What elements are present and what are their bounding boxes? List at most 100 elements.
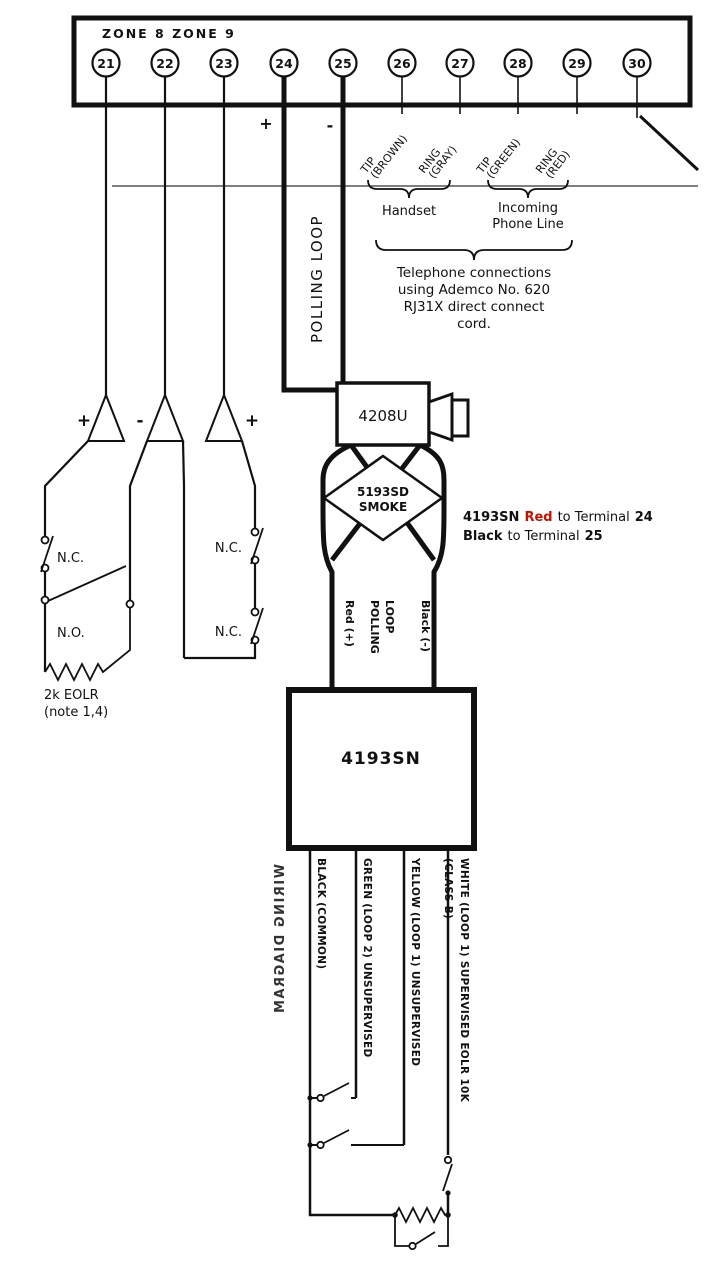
phone-group-braces: Handset Incoming Phone Line Telephone co…: [367, 179, 573, 332]
terminal-28-number: 28: [509, 56, 526, 71]
terminal-22-number: 22: [156, 56, 173, 71]
white-class-b-label: (CLASS B): [442, 858, 454, 919]
polling-wire-black-down: [418, 442, 447, 690]
red-plus-wire-label: Red (+): [343, 600, 356, 647]
zone8-wire-return: [128, 440, 149, 600]
terminal-23-number: 23: [215, 56, 232, 71]
green-wire-label: GREEN (LOOP 2) UNSUPERVISED: [361, 858, 373, 1058]
polling-label-line2: LOOP: [383, 600, 396, 633]
white-wire-switch: [442, 1155, 453, 1196]
handset-brace: [367, 179, 451, 199]
supervised-eolr-network: [392, 1205, 451, 1251]
polling-label-line1: POLLING: [368, 600, 381, 654]
terminal-29: 29: [562, 48, 592, 78]
terminal-23: 23: [209, 48, 239, 78]
telephone-brace: [375, 239, 573, 261]
zone9-return-from-22: [181, 440, 186, 658]
telephone-note: Telephone connections using Ademco No. 6…: [396, 265, 551, 332]
zone8-wire-left-upper: [43, 440, 89, 536]
zone8-nc-label: N.C.: [57, 551, 84, 566]
terminal-21-number: 21: [97, 56, 114, 71]
incoming-label-line2: Phone Line: [492, 217, 564, 232]
loop1-unsupervised-switch: [307, 1129, 404, 1150]
zone-header: ZONE 8 ZONE 9: [102, 26, 236, 41]
zone9-nc-contact-1: [250, 527, 264, 565]
eolr-10k-resistor: [394, 1205, 448, 1225]
terminal-28: 28: [503, 48, 533, 78]
zone8-eolr-resistor: [44, 608, 131, 683]
bypass-left: [394, 1215, 409, 1247]
white-wire-label: WHITE (LOOP 1) SUPERVISED EOLR 10K: [458, 858, 470, 1103]
terminal-27-number: 27: [451, 56, 468, 71]
label-tip-green: TIP (GREEN): [474, 136, 524, 181]
zone8-no-contact: [40, 565, 135, 609]
terminal-30-number: 30: [628, 56, 646, 71]
terminal-24-number: 24: [275, 56, 293, 71]
terminal-21: 21: [91, 48, 121, 78]
zone8-minus-sign: -: [136, 411, 143, 431]
incoming-brace: [487, 179, 569, 199]
svg-text:(BROWN): (BROWN): [368, 132, 410, 181]
wiring-diagram-side-label: WIRING DIAGRAM: [273, 864, 288, 1014]
terminal-30: 30: [622, 48, 652, 78]
module-4208u-label: 4208U: [358, 407, 407, 425]
smoke-label-line2: SMOKE: [359, 500, 407, 514]
wire-flare-22: [145, 392, 185, 442]
zone9-nc-contact-2: [250, 607, 264, 645]
terminal-24: 24: [269, 48, 299, 78]
terminal-22: 22: [150, 48, 180, 78]
zone9-nc1-label: N.C.: [215, 541, 242, 556]
zone9-wire-upper: [240, 440, 257, 528]
connector-plug: [427, 392, 470, 442]
module-4193sn: 4193SN: [286, 687, 477, 851]
svg-text:(GREEN): (GREEN): [484, 136, 523, 181]
eolr-note-label: (note 1,4): [44, 705, 108, 720]
smoke-label-line1: 5193SD: [357, 485, 409, 499]
zone8-nc-contact: [40, 535, 54, 573]
terminal-26: 26: [387, 48, 417, 78]
label-ring-gray: RING (GRAY): [416, 143, 459, 181]
zone8-wiring: + - N.C. N.O. 2k EOLR (note 1,4): [40, 392, 186, 720]
polling-wire-red-down: [320, 442, 353, 690]
black-wire-label: BLACK (COMMON): [315, 858, 327, 969]
zone8-no-label: N.O.: [57, 626, 85, 641]
terminal-25: 25: [328, 48, 358, 78]
terminal-strip: ZONE 8 ZONE 9 21 22 23 24: [71, 15, 693, 395]
loop-wire-labels: Red (+) POLLING LOOP Black (-): [343, 600, 432, 654]
panel-edge: [112, 114, 700, 187]
phone-terminal-labels: TIP (BROWN) RING (GRAY) TIP (GREEN) RING…: [358, 132, 573, 181]
module-4208u: 4208U 5193SD SMOKE: [320, 381, 470, 690]
svg-text:RJ31X direct connect: RJ31X direct connect: [404, 299, 545, 315]
output-wires: BLACK (COMMON) GREEN (LOOP 2) UNSUPERVIS…: [307, 848, 470, 1251]
terminal-25-number: 25: [334, 56, 351, 71]
wire-terminal-24-polling-plus: [281, 77, 337, 393]
label-tip-brown: TIP (BROWN): [358, 132, 410, 181]
zone8-plus-sign: +: [77, 411, 91, 431]
polling-plus-sign: +: [259, 114, 272, 133]
zone9-wire-lower: [184, 644, 257, 660]
terminal-26-number: 26: [393, 56, 411, 71]
label-ring-red: RING (RED): [533, 146, 573, 181]
module-4193sn-box: [286, 687, 477, 851]
incoming-label-line1: Incoming: [498, 201, 558, 216]
polling-loop-section: + - POLLING LOOP: [259, 114, 333, 343]
terminal-27: 27: [445, 48, 475, 78]
terminal-wires: [104, 77, 638, 395]
svg-text:using Ademco No. 620: using Ademco No. 620: [398, 282, 550, 298]
loop2-switch: [307, 1082, 356, 1103]
wire-flare-21: [86, 392, 126, 442]
polling-minus-sign: -: [327, 116, 334, 135]
terminal-29-number: 29: [568, 56, 585, 71]
zone9-nc2-label: N.C.: [215, 625, 242, 640]
module-4193sn-label: 4193SN: [341, 749, 421, 769]
zone9-plus-sign: +: [245, 411, 259, 431]
yellow-wire-label: YELLOW (LOOP 1) UNSUPERVISED: [409, 857, 421, 1066]
eolr-label: 2k EOLR: [44, 688, 99, 703]
black-common-wire: [308, 848, 395, 1217]
svg-text:cord.: cord.: [457, 316, 491, 332]
